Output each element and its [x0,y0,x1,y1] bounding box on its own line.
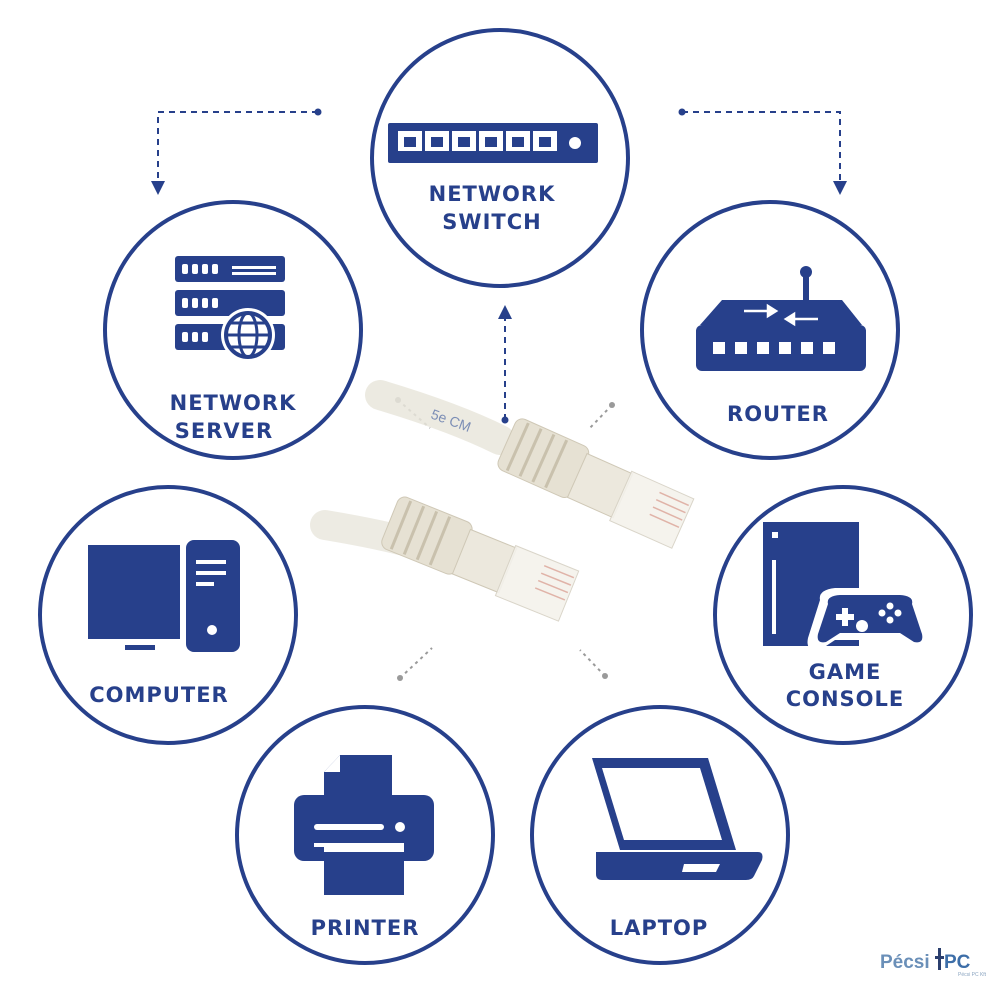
network-switch-icon [388,123,598,163]
router-label: ROUTER [727,402,829,426]
node-computer: COMPUTER [38,485,298,745]
connector-cable-to-switch [498,305,512,424]
server-rack-globe-icon [175,256,285,362]
watermark-brand-part2: PC [944,952,971,973]
router-icon [696,266,866,371]
watermark-brand-part1: Pécsi [880,952,930,973]
network-server-label-line2: SERVER [175,419,273,443]
laptop-icon [592,758,763,880]
watermark: Pécsi PC Pécsi PC Kft [880,948,987,978]
game-console-icon [763,522,933,651]
node-router: ROUTER [640,200,900,460]
game-console-label-line2: CONSOLE [786,687,905,711]
network-server-label-line1: NETWORK [170,391,297,415]
node-network-switch: NETWORK SWITCH [370,28,630,288]
node-network-server: NETWORK SERVER [103,200,363,460]
computer-label: COMPUTER [89,683,228,707]
ethernet-cable-icon: 5e CM [310,380,695,622]
network-switch-label-line1: NETWORK [429,182,556,206]
laptop-label: LAPTOP [610,916,709,940]
connector-switch-to-router [678,108,847,195]
node-game-console: GAME CONSOLE [713,485,973,745]
printer-icon [294,755,434,895]
desktop-computer-icon [88,540,240,652]
node-printer: PRINTER [235,705,495,965]
watermark-tagline: Pécsi PC Kft [958,972,987,978]
node-laptop: LAPTOP [530,705,790,965]
network-switch-label-line2: SWITCH [442,210,541,234]
connector-server-to-switch [151,108,322,195]
printer-label: PRINTER [311,916,420,940]
game-console-label-line1: GAME [809,660,882,684]
